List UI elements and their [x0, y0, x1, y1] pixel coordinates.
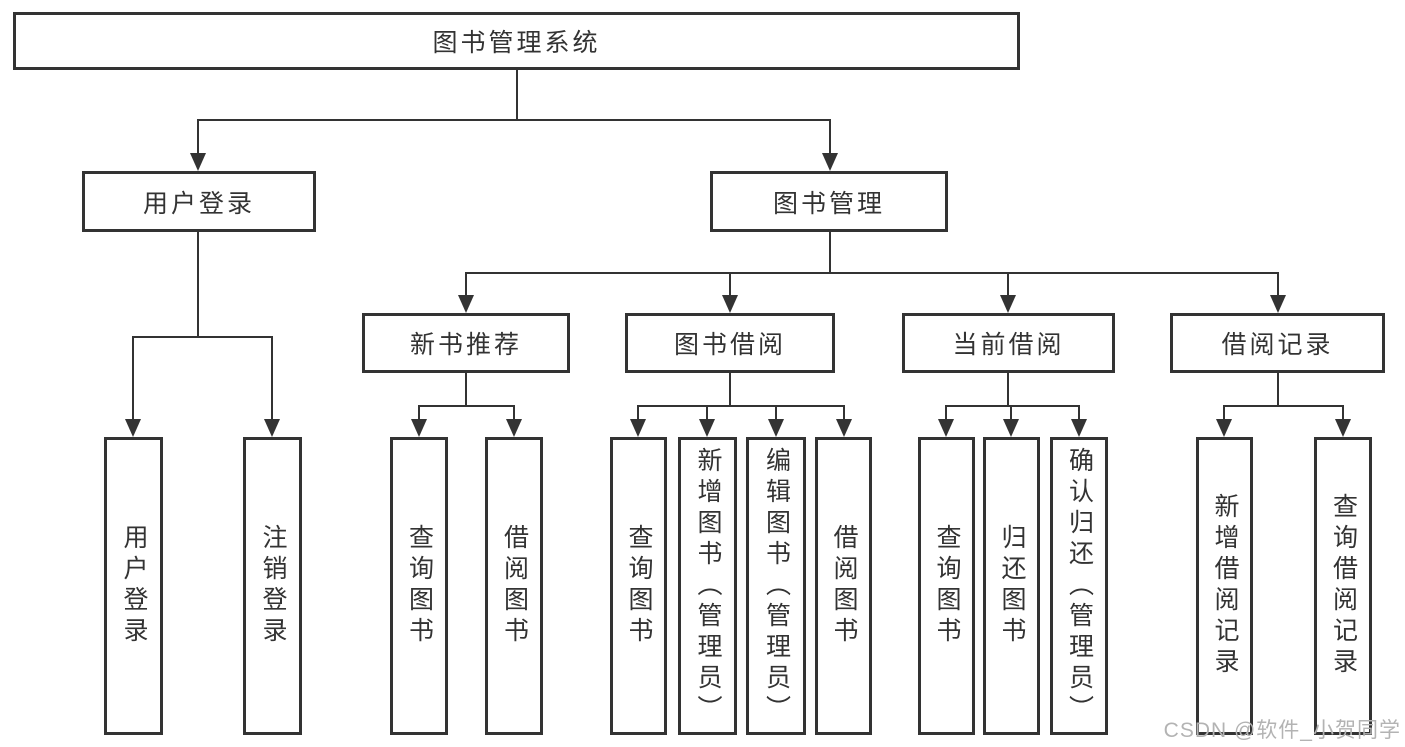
node-label: 图书管理系统 [432, 23, 600, 59]
node-book-borrowing: 图书借阅 [625, 313, 835, 373]
connector-line [1007, 373, 1009, 405]
connector-line [197, 232, 199, 336]
leaf-borrow-books-recommend: 借阅图书 [485, 437, 543, 735]
connector-arrow-icon [1003, 405, 1019, 437]
connector-arrow-icon [506, 405, 522, 437]
connector-rail [465, 272, 1279, 274]
node-label: 用户登录 [143, 184, 255, 220]
connector-arrow-icon [411, 405, 427, 437]
connector-arrow-icon [1071, 405, 1087, 437]
csdn-watermark: CSDN @软件_小贺同学 [1164, 714, 1401, 744]
leaf-borrow-books: 借阅图书 [815, 437, 872, 735]
node-user-login: 用户登录 [82, 171, 316, 232]
connector-rail [197, 119, 831, 121]
connector-arrow-icon [1335, 405, 1351, 437]
connector-line [465, 373, 467, 405]
node-label: 当前借阅 [952, 325, 1064, 361]
leaf-label: 借阅图书 [831, 524, 856, 648]
leaf-label: 查询图书 [407, 524, 432, 648]
leaf-label: 新增借阅记录 [1212, 493, 1237, 679]
node-current-borrowing: 当前借阅 [902, 313, 1115, 373]
connector-arrow-icon [699, 405, 715, 437]
leaf-add-books-admin: 新增图书（管理员） [678, 437, 737, 735]
node-label: 新书推荐 [410, 325, 522, 361]
connector-arrow-icon [1216, 405, 1232, 437]
connector-arrow-icon [836, 405, 852, 437]
leaf-return-books: 归还图书 [983, 437, 1040, 735]
node-borrowing-records: 借阅记录 [1170, 313, 1385, 373]
connector-line [1277, 373, 1279, 405]
leaf-edit-books-admin: 编辑图书（管理员） [746, 437, 806, 735]
leaf-query-books-recommend: 查询图书 [390, 437, 448, 735]
connector-rail [132, 336, 273, 338]
connector-rail [637, 405, 845, 407]
leaf-query-books-borrow: 查询图书 [610, 437, 667, 735]
leaf-label: 确认归还（管理员） [1067, 447, 1092, 726]
leaf-label: 查询图书 [934, 524, 959, 648]
node-label: 图书管理 [773, 184, 885, 220]
node-label: 图书借阅 [674, 325, 786, 361]
connector-rail [1223, 405, 1344, 407]
leaf-label: 注销登录 [260, 524, 285, 648]
node-new-book-recommendation: 新书推荐 [362, 313, 570, 373]
connector-arrow-icon [630, 405, 646, 437]
connector-arrow-icon [190, 119, 206, 171]
leaf-query-borrow-record: 查询借阅记录 [1314, 437, 1372, 735]
leaf-label: 归还图书 [999, 524, 1024, 648]
connector-rail [418, 405, 515, 407]
connector-arrow-icon [1270, 272, 1286, 313]
node-book-management: 图书管理 [710, 171, 948, 232]
connector-arrow-icon [938, 405, 954, 437]
leaf-user-login: 用户登录 [104, 437, 163, 735]
leaf-label: 编辑图书（管理员） [764, 447, 789, 726]
leaf-label: 新增图书（管理员） [695, 447, 720, 726]
node-label: 借阅记录 [1221, 325, 1333, 361]
connector-arrow-icon [722, 272, 738, 313]
node-library-management-system: 图书管理系统 [13, 12, 1020, 70]
connector-arrow-icon [264, 336, 280, 437]
connector-line [729, 373, 731, 405]
leaf-label: 查询图书 [626, 524, 651, 648]
leaf-add-borrow-record: 新增借阅记录 [1196, 437, 1253, 735]
leaf-logout: 注销登录 [243, 437, 302, 735]
connector-line [516, 70, 518, 119]
leaf-label: 查询借阅记录 [1331, 493, 1356, 679]
leaf-query-books-current: 查询图书 [918, 437, 975, 735]
connector-arrow-icon [822, 119, 838, 171]
connector-arrow-icon [125, 336, 141, 437]
leaf-label: 借阅图书 [502, 524, 527, 648]
connector-arrow-icon [768, 405, 784, 437]
leaf-confirm-return-admin: 确认归还（管理员） [1050, 437, 1108, 735]
leaf-label: 用户登录 [121, 524, 146, 648]
connector-arrow-icon [458, 272, 474, 313]
connector-line [829, 232, 831, 272]
connector-arrow-icon [1000, 272, 1016, 313]
